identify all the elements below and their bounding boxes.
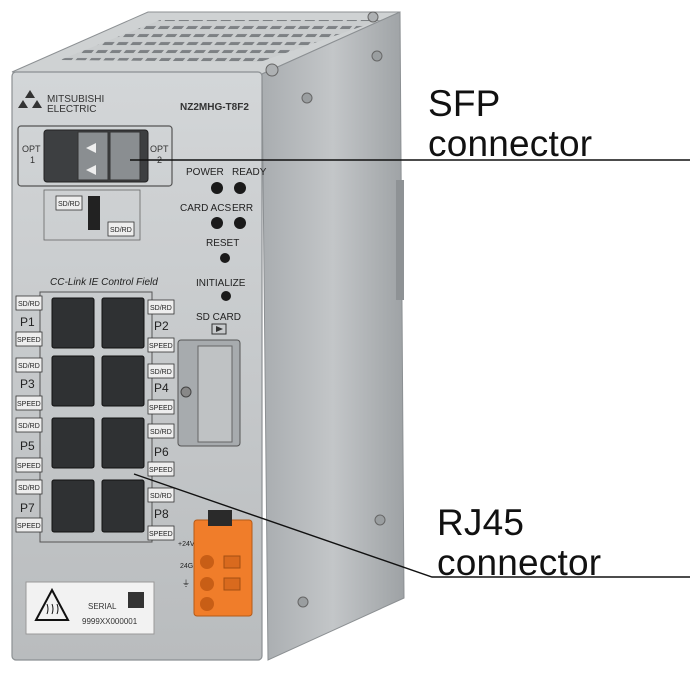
- sfp-connector-callout: SFP connector: [428, 84, 592, 164]
- svg-text:SD/RD: SD/RD: [150, 369, 172, 376]
- initialize-button: [221, 291, 231, 301]
- svg-text:SPEED: SPEED: [17, 401, 41, 408]
- terminal-screw: [200, 555, 214, 569]
- rj45-port: [51, 417, 95, 469]
- svg-text:SPEED: SPEED: [149, 467, 173, 474]
- rj45-connector-group: [51, 297, 145, 533]
- side-rib: [396, 180, 404, 300]
- brand-line2: ELECTRIC: [47, 104, 96, 115]
- network-logo: CC-Link IE Control Field: [50, 277, 158, 288]
- svg-text:SD/RD: SD/RD: [150, 305, 172, 312]
- rj45-callout-line1: RJ45: [437, 502, 525, 543]
- svg-text:SPEED: SPEED: [149, 531, 173, 538]
- svg-text:SPEED: SPEED: [17, 463, 41, 470]
- side-screw: [301, 92, 313, 104]
- rj45-port: [101, 355, 145, 407]
- svg-text:SPEED: SPEED: [17, 523, 41, 530]
- model-label: NZ2MHG-T8F2: [180, 102, 249, 113]
- port-label-p8: P8: [154, 507, 169, 521]
- sfp-callout-line1: SFP: [428, 83, 501, 124]
- rj45-leader-line: [133, 473, 690, 578]
- svg-text:SD/RD: SD/RD: [110, 227, 132, 234]
- svg-text:OPT: OPT: [22, 144, 41, 154]
- svg-text:24G: 24G: [180, 563, 193, 570]
- svg-text:SPEED: SPEED: [17, 337, 41, 344]
- svg-text:SD/RD: SD/RD: [18, 423, 40, 430]
- svg-text:+24V: +24V: [178, 541, 195, 548]
- terminal-screw: [200, 597, 214, 611]
- side-screw: [371, 50, 383, 62]
- rj45-connector-callout: RJ45 connector: [437, 503, 601, 583]
- svg-text:SD/RD: SD/RD: [18, 301, 40, 308]
- svg-text:SD/RD: SD/RD: [150, 429, 172, 436]
- rj45-callout-line2: connector: [437, 542, 602, 583]
- side-screw: [297, 596, 309, 608]
- svg-text:OPT: OPT: [150, 144, 169, 154]
- svg-text:SPEED: SPEED: [149, 343, 173, 350]
- top-vents: [60, 20, 380, 62]
- svg-text:CARD ACS: CARD ACS: [180, 203, 231, 214]
- left-port-tags: SD/RD P1 SPEED SD/RD P3 SPEED SD/RD P5 S…: [15, 295, 43, 533]
- svg-text:ERR: ERR: [232, 203, 253, 214]
- qr-code-icon: [128, 592, 144, 608]
- svg-text:SPEED: SPEED: [149, 405, 173, 412]
- svg-text:SD/RD: SD/RD: [18, 485, 40, 492]
- sfp-cage-2: [109, 131, 141, 181]
- sfp-callout-line2: connector: [428, 123, 593, 164]
- rj45-port: [101, 479, 145, 533]
- led-card-acs: [211, 217, 223, 229]
- rj45-port: [101, 297, 145, 349]
- rj45-port: [51, 479, 95, 533]
- led-err: [234, 217, 246, 229]
- svg-text:⏚: ⏚: [182, 579, 190, 588]
- rj45-frame: [39, 291, 153, 543]
- rj45-port: [101, 417, 145, 469]
- led-power: [211, 182, 223, 194]
- top-screw: [265, 63, 279, 77]
- brand-line1: MITSUBISHI: [47, 94, 104, 105]
- side-screw: [374, 514, 386, 526]
- port-label-p1: P1: [20, 315, 35, 329]
- svg-text:SD CARD: SD CARD: [196, 312, 241, 323]
- rj45-port: [51, 297, 95, 349]
- svg-text:READY: READY: [232, 167, 267, 178]
- svg-text:9999XX000001: 9999XX000001: [82, 617, 138, 626]
- port-label-p3: P3: [20, 377, 35, 391]
- housing-side: [261, 11, 405, 661]
- svg-text:SERIAL: SERIAL: [88, 602, 117, 611]
- top-screw: [367, 11, 379, 23]
- terminal-screw: [200, 577, 214, 591]
- svg-text:SD/RD: SD/RD: [58, 201, 80, 208]
- svg-text:1: 1: [30, 155, 35, 165]
- rj45-port: [51, 355, 95, 407]
- mitsubishi-logo-icon: [18, 90, 42, 108]
- right-port-tags: SD/RD P2 SPEED SD/RD P4 SPEED SD/RD P6 S…: [147, 299, 175, 541]
- svg-text:RESET: RESET: [206, 238, 239, 249]
- port-label-p7: P7: [20, 501, 35, 515]
- port-label-p6: P6: [154, 445, 169, 459]
- svg-text:SD/RD: SD/RD: [18, 363, 40, 370]
- sfp-frame: [17, 125, 173, 187]
- svg-text:SD/RD: SD/RD: [150, 493, 172, 500]
- svg-text:POWER: POWER: [186, 167, 224, 178]
- port-label-p2: P2: [154, 319, 169, 333]
- port-label-p5: P5: [20, 439, 35, 453]
- reset-button: [220, 253, 230, 263]
- port-label-p4: P4: [154, 381, 169, 395]
- sdrd-frame: [43, 189, 141, 241]
- led-ready: [234, 182, 246, 194]
- svg-text:INITIALIZE: INITIALIZE: [196, 278, 246, 289]
